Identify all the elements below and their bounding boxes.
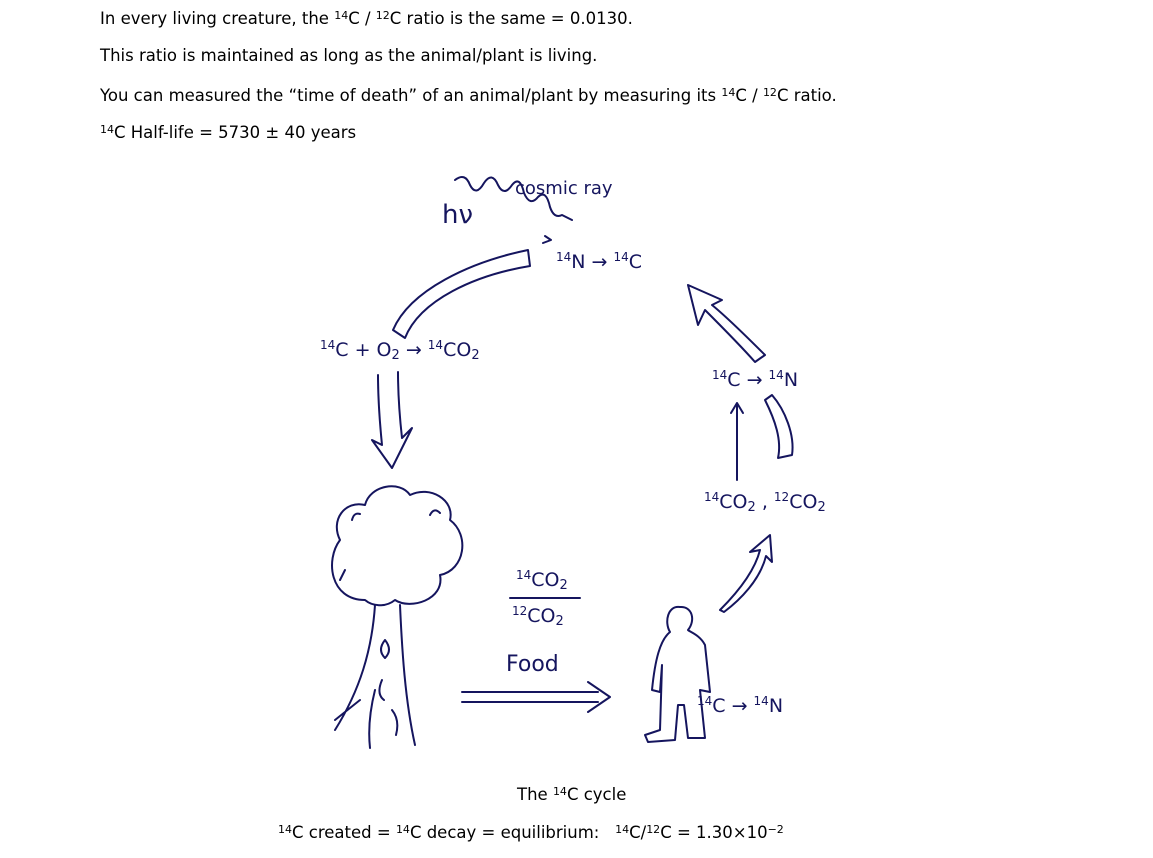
mass-number: 14 (753, 694, 769, 708)
photon-label: hν (442, 200, 474, 230)
text: , (755, 491, 774, 513)
text: C decay = equilibrium: (409, 823, 616, 842)
mass-number: 14 (552, 785, 567, 798)
subscript: 2 (817, 500, 826, 515)
text: C cycle (566, 785, 627, 804)
text: N (768, 695, 784, 717)
subscript: 2 (471, 348, 480, 363)
intro-line-maintained: This ratio is maintained as long as the … (100, 46, 598, 65)
co2-pair-label: 14CO2 , 12CO2 (704, 490, 826, 515)
intro-line-time-of-death: You can measured the “time of death” of … (100, 86, 837, 105)
nitrogen-to-carbon-label: 14N → 14C (556, 250, 642, 273)
mass-number: 14 (613, 250, 629, 264)
mass-number: 14 (100, 123, 114, 136)
mass-number: 14 (278, 823, 292, 836)
mass-number: 14 (697, 694, 713, 708)
mass-number: 14 (320, 338, 336, 352)
thin-up-arrow (730, 402, 744, 481)
fraction-numerator: 14CO2 (516, 568, 568, 593)
text: CO (527, 605, 556, 627)
mass-number: 14 (395, 823, 410, 836)
mass-number: 14 (334, 9, 349, 22)
text: The (517, 785, 553, 804)
mass-number: 14 (768, 368, 784, 382)
cosmic-ray-label: cosmic ray (515, 178, 613, 199)
mass-number: 14 (721, 86, 736, 99)
decay-person-label: 14C → 14N (697, 694, 783, 717)
oxidation-label: 14C + O2 → 14CO2 (320, 338, 480, 363)
mass-number: 14 (427, 338, 444, 352)
text: N (783, 369, 799, 391)
mass-number: 12 (512, 604, 528, 618)
text: CO (443, 339, 472, 361)
text: CO (789, 491, 818, 513)
arrow-to-co2 (719, 534, 773, 613)
person-icon (644, 605, 711, 743)
food-arrow (461, 681, 611, 713)
mass-number: 14 (615, 823, 630, 836)
text: C/ (629, 823, 647, 842)
down-arrow (371, 371, 413, 469)
decay-top-label: 14C → 14N (712, 368, 798, 391)
food-label: Food (506, 652, 559, 677)
text: In every living creature, the (100, 9, 335, 28)
intro-line-half-life: 14C Half-life = 5730 ± 40 years (100, 123, 356, 142)
subscript: 2 (747, 500, 756, 515)
text: CO (719, 491, 748, 513)
mass-number: 14 (712, 368, 728, 382)
text: N → (571, 251, 614, 273)
subscript: 2 (391, 348, 400, 363)
mass-number: 14 (704, 490, 720, 504)
text: C ratio. (776, 86, 837, 105)
curved-arrow-top-right (687, 284, 766, 363)
text: C created = (292, 823, 396, 842)
cosmic-ray-squiggle (454, 175, 573, 244)
exponent: −2 (767, 823, 784, 836)
figure-caption: The 14C cycle (517, 785, 626, 804)
text: C (628, 251, 643, 273)
mass-number: 12 (375, 9, 390, 22)
tree-icon (331, 485, 464, 749)
text: → (399, 339, 428, 361)
curved-arrow-right (764, 394, 794, 459)
curved-arrow-top-left (392, 249, 531, 339)
text: C = 1.30×10 (660, 823, 768, 842)
text: C → (727, 369, 769, 391)
text: You can measured the “time of death” of … (100, 86, 722, 105)
mass-number: 14 (556, 250, 572, 264)
text: C + O (335, 339, 392, 361)
text: C ratio is the same = 0.0130. (389, 9, 633, 28)
mass-number: 12 (646, 823, 661, 836)
subscript: 2 (555, 614, 564, 629)
intro-line-ratio: In every living creature, the 14C / 12C … (100, 9, 633, 28)
text: C / (348, 9, 376, 28)
mass-number: 14 (516, 568, 532, 582)
equilibrium-equation: 14C created = 14C decay = equilibrium: 1… (278, 823, 784, 842)
mass-number: 12 (773, 490, 790, 504)
mass-number: 12 (762, 86, 777, 99)
text: CO (531, 569, 560, 591)
text: C / (735, 86, 763, 105)
text: C Half-life = 5730 ± 40 years (114, 123, 357, 142)
fraction-denominator: 12CO2 (512, 604, 564, 629)
text: C → (712, 695, 754, 717)
subscript: 2 (559, 578, 568, 593)
